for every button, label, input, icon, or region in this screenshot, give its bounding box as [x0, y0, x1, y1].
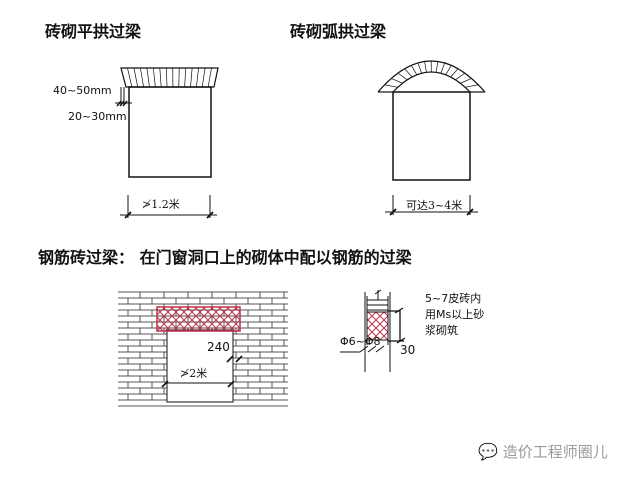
- dim-240: 240: [207, 340, 230, 354]
- flat-span: ≯1.2米: [142, 198, 180, 211]
- section-detail: [340, 289, 406, 372]
- flat-arch-dimensions: [115, 87, 217, 219]
- segmental-arch-dimensions: [385, 195, 478, 216]
- flat-arch-lintel: [120, 67, 219, 88]
- wall-dimensions: [161, 355, 243, 388]
- title-reinforced: 钢筋砖过梁： 在门窗洞口上的砌体中配以钢筋的过梁: [38, 248, 412, 267]
- segmental-arch: [377, 60, 486, 93]
- reinforced-brick-lintel: [156, 306, 241, 332]
- note-line: 用Ms以上砂: [425, 308, 485, 321]
- wechat-icon: 💬: [478, 442, 498, 461]
- dim-30: 30: [400, 343, 416, 357]
- title-segmental-arch: 砖砌弧拱过梁: [290, 22, 387, 41]
- segmental-arch-opening: [392, 91, 471, 181]
- note-line: 浆砌筑: [425, 324, 458, 337]
- dim-40-50: 40~50mm: [53, 84, 112, 97]
- wall-span: ≯2米: [180, 367, 208, 380]
- note-line: 5~7皮砖内: [425, 292, 482, 305]
- flat-arch-opening: [128, 86, 212, 178]
- watermark: 💬 造价工程师圈儿: [478, 441, 608, 462]
- title-flat-arch: 砖砌平拱过梁: [45, 22, 142, 41]
- section-note: 5~7皮砖内 用Ms以上砂 浆砌筑: [425, 291, 484, 339]
- dim-20-30: 20~30mm: [68, 110, 127, 123]
- watermark-text: 造价工程师圈儿: [502, 443, 608, 461]
- rebar-label: Φ6~Φ8: [340, 335, 381, 348]
- arch-span: 可达3~4米: [406, 199, 463, 212]
